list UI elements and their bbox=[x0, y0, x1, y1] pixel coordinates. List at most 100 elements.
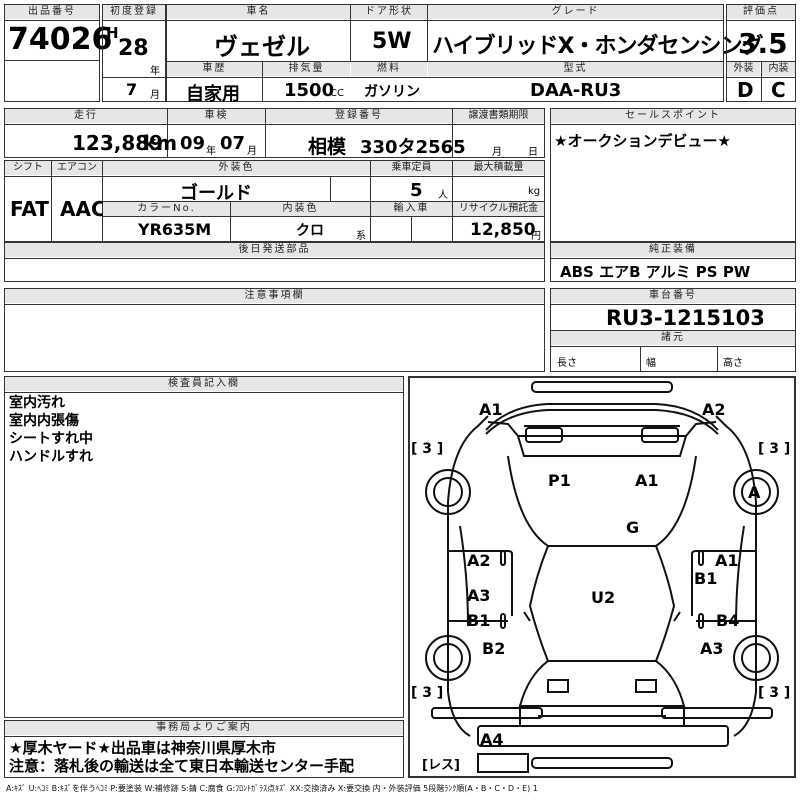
mileage-unit: km bbox=[143, 131, 178, 155]
displacement: 1500 bbox=[284, 80, 335, 101]
reg-month: 7 bbox=[126, 80, 138, 99]
recycle-label: リサイクル預託金 bbox=[453, 202, 544, 216]
ac: AAC bbox=[60, 197, 106, 221]
capacity-unit: 人 bbox=[438, 190, 448, 201]
damage-mark: A2 bbox=[467, 551, 491, 570]
dims-label: 諸元 bbox=[551, 331, 795, 345]
grade: ハイブリッドX・ホンダセンシング bbox=[432, 34, 764, 59]
inspector-note: 室内汚れ bbox=[9, 395, 65, 411]
interior-color-unit: 系 bbox=[356, 231, 366, 242]
exterior-color: ゴールド bbox=[180, 183, 252, 204]
inspection-year-unit: 年 bbox=[206, 146, 216, 157]
sales-point: ★オークションデビュー★ bbox=[554, 132, 731, 150]
reg-number-label: 登録番号 bbox=[266, 109, 452, 123]
inspector-box bbox=[4, 376, 404, 718]
damage-mark: B1 bbox=[467, 611, 491, 630]
first-registration-label: 初度登録 bbox=[103, 5, 165, 19]
capacity-label: 乗車定員 bbox=[371, 161, 452, 175]
era: H bbox=[106, 24, 119, 42]
fuel: ガソリン bbox=[364, 84, 420, 100]
office-box bbox=[4, 720, 404, 778]
sales-point-box bbox=[550, 108, 796, 242]
inspector-note: 室内内張傷 bbox=[9, 413, 79, 429]
damage-mark: P1 bbox=[548, 471, 571, 490]
car-name: ヴェゼル bbox=[214, 33, 310, 61]
reg-number: 330タ2565 bbox=[360, 137, 466, 158]
car-diagram-box bbox=[408, 376, 796, 778]
row3-box bbox=[4, 160, 545, 242]
interior-grade: C bbox=[771, 78, 786, 102]
damage-mark: B2 bbox=[482, 639, 506, 658]
displacement-label: 排気量 bbox=[263, 62, 350, 76]
equipment-label: 純正装備 bbox=[551, 243, 795, 257]
damage-mark: A3 bbox=[467, 586, 491, 605]
shift-label: シフト bbox=[5, 161, 51, 175]
equipment: ABS エアB アルミ PS PW bbox=[560, 263, 751, 281]
color-label: 外装色 bbox=[103, 161, 370, 175]
damage-mark: A bbox=[748, 483, 761, 502]
notes-box bbox=[4, 288, 545, 372]
office-line-1: ★厚木ヤード★出品車は神奈川県厚木市 bbox=[9, 739, 276, 757]
legend: A:ｷｽﾞ U:ﾍｺﾐ B:ｷｽﾞを伴うﾍｺﾐ P:要塗装 W:補修跡 S:錆 … bbox=[6, 784, 538, 793]
sales-point-label: セールスポイント bbox=[551, 109, 795, 123]
equipment-box bbox=[550, 242, 796, 282]
lot-number: 74026 bbox=[8, 22, 113, 57]
month-unit: 月 bbox=[150, 90, 160, 101]
tire-depth-front-right: [ 3 ] bbox=[758, 441, 791, 457]
grade-label: グレード bbox=[428, 5, 723, 19]
recycle-fee: 12,850 bbox=[470, 220, 536, 240]
damage-mark: A2 bbox=[702, 400, 726, 419]
inspector-note: シートすれ中 bbox=[9, 431, 93, 447]
color-no-label: カラーNo. bbox=[103, 202, 230, 216]
ac-label: エアコン bbox=[52, 161, 102, 175]
width-label: 幅 bbox=[646, 358, 656, 369]
exterior-label: 外装 bbox=[727, 62, 760, 76]
damage-mark: B1 bbox=[694, 569, 718, 588]
damage-mark: U2 bbox=[591, 588, 616, 607]
displacement-unit: CC bbox=[330, 88, 344, 99]
door-type: 5W bbox=[372, 29, 412, 54]
lot-number-cell bbox=[4, 4, 100, 102]
damage-mark: A1 bbox=[479, 400, 503, 419]
score-label: 評価点 bbox=[727, 5, 795, 19]
fuel-label: 燃料 bbox=[351, 62, 427, 76]
shift: FAT bbox=[10, 197, 49, 221]
inspector-label: 検査員記入欄 bbox=[5, 377, 403, 391]
inspection-year: 09 bbox=[180, 133, 206, 154]
recycle-unit: 円 bbox=[531, 231, 541, 242]
interior-label: 内装 bbox=[762, 62, 795, 76]
interior-color-label: 内装色 bbox=[231, 202, 370, 216]
year-unit: 年 bbox=[150, 66, 160, 77]
inspection-month-unit: 月 bbox=[247, 146, 257, 157]
color-number: YR635M bbox=[138, 220, 212, 239]
model: DAA-RU3 bbox=[530, 80, 622, 101]
damage-mark: A3 bbox=[700, 639, 724, 658]
spare-tire-label: [レス] bbox=[422, 758, 460, 773]
inspector-note: ハンドルすれ bbox=[9, 449, 93, 465]
length-label: 長さ bbox=[557, 358, 577, 369]
transfer-month: 月 bbox=[492, 147, 502, 158]
mileage: 123,889 bbox=[72, 131, 164, 155]
inspection-label: 車検 bbox=[168, 109, 265, 123]
chassis-box bbox=[550, 288, 796, 372]
chassis-label: 車台番号 bbox=[551, 289, 795, 303]
history-label: 車歴 bbox=[167, 62, 262, 76]
lot-number-label: 出品番号 bbox=[5, 5, 99, 19]
model-label: 型式 bbox=[428, 62, 723, 76]
later-parts-box bbox=[4, 242, 545, 282]
damage-mark: G bbox=[626, 518, 640, 537]
office-line-2: 注意：落札後の輸送は全て東日本輸送センター手配 bbox=[9, 757, 355, 775]
tire-depth-rear-right: [ 3 ] bbox=[758, 685, 791, 701]
transfer-day: 日 bbox=[528, 147, 538, 158]
capacity: 5 bbox=[410, 180, 423, 201]
damage-mark: A1 bbox=[715, 551, 739, 570]
mileage-label: 走行 bbox=[5, 109, 167, 123]
damage-mark: A1 bbox=[635, 471, 659, 490]
car-diagram bbox=[425, 381, 779, 773]
door-label: ドア形状 bbox=[351, 5, 427, 19]
height-label: 高さ bbox=[723, 358, 743, 369]
damage-mark: B4 bbox=[716, 611, 740, 630]
history: 自家用 bbox=[186, 84, 240, 105]
tire-depth-front-left: [ 3 ] bbox=[411, 441, 444, 457]
import-label: 輸入車 bbox=[371, 202, 452, 216]
